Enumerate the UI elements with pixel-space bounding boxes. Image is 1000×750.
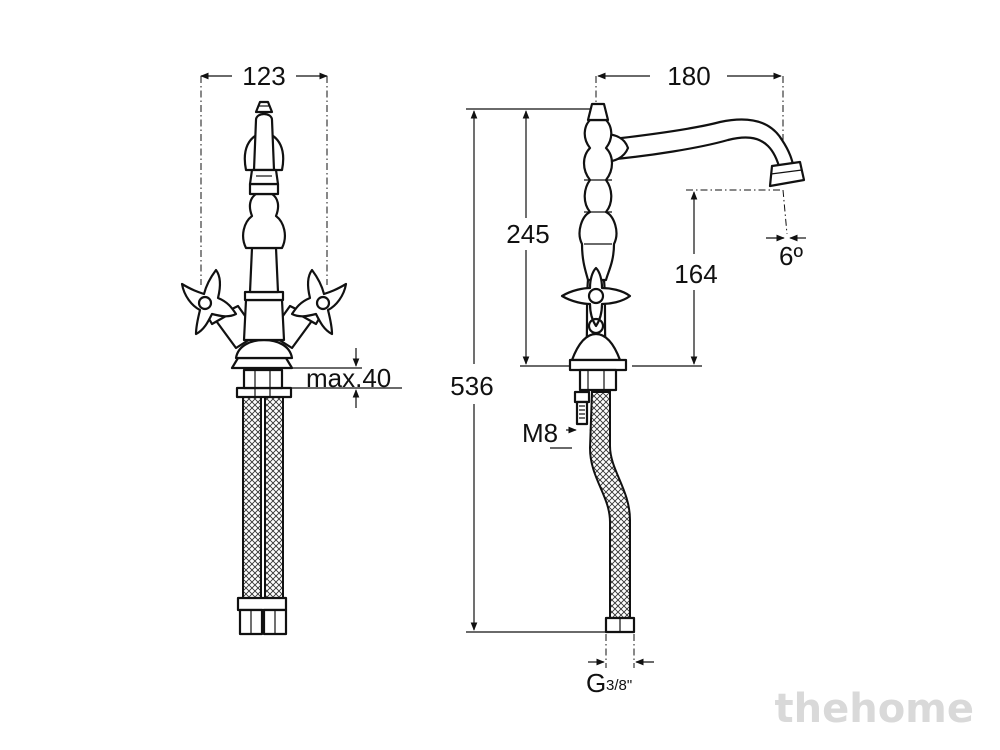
dim-max-deck: max.40 bbox=[306, 363, 391, 393]
front-view bbox=[180, 72, 402, 636]
dim-side-width: 180 bbox=[667, 61, 710, 91]
dim-connection-fraction: 3/8" bbox=[606, 677, 632, 694]
front-hose-right bbox=[264, 395, 284, 599]
dim-connection-base: G bbox=[586, 668, 606, 698]
side-view bbox=[466, 72, 806, 668]
dim-thread-rod: M8 bbox=[522, 418, 558, 448]
dim-total-height: 536 bbox=[450, 371, 493, 401]
dim-spout-height: 164 bbox=[674, 259, 717, 289]
dim-front-width: 123 bbox=[242, 61, 285, 91]
front-hose-left bbox=[242, 395, 262, 599]
dim-spout-angle: 6º bbox=[779, 241, 803, 271]
watermark-logo: thehome bbox=[775, 686, 975, 732]
dim-body-height: 245 bbox=[506, 219, 549, 249]
